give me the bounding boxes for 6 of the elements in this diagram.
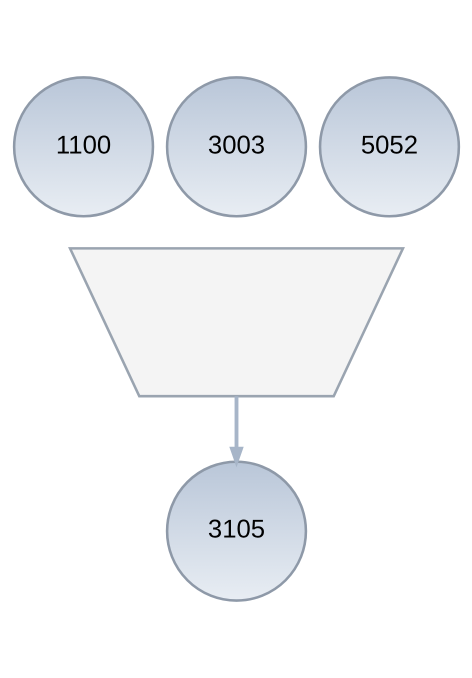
node-circle: 5052 bbox=[318, 76, 460, 218]
node-circle: 1100 bbox=[12, 76, 154, 218]
node-funnel bbox=[68, 247, 404, 398]
arrow bbox=[228, 396, 244, 468]
node-circle: 3105 bbox=[165, 460, 307, 602]
node-circle: 3003 bbox=[165, 76, 307, 218]
